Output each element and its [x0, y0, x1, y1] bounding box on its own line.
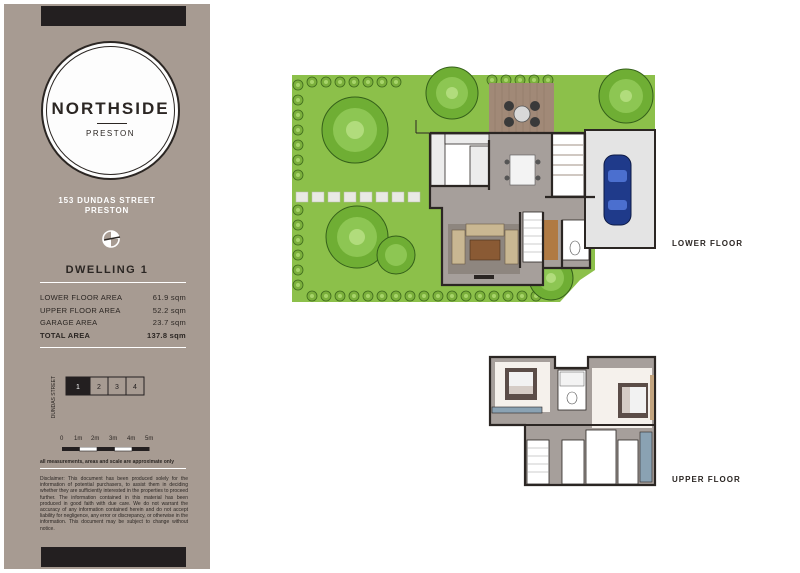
key-plan: 1 2 3 4: [65, 376, 145, 396]
logo-title: NORTHSIDE: [51, 99, 170, 118]
divider: [40, 347, 186, 348]
car-icon: [603, 154, 632, 226]
divider: [40, 468, 186, 469]
scale-note: all measurements, areas and scale are ap…: [40, 459, 174, 465]
lower-floor-label: LOWER FLOOR: [672, 239, 743, 248]
key-unit-1: 1: [76, 384, 80, 391]
top-black-bar: [41, 6, 186, 26]
bed-icon: [505, 368, 537, 400]
upper-floor-plan: [488, 355, 657, 487]
tree-icon: [325, 205, 416, 275]
address-line-1: 153 DUNDAS STREET: [58, 196, 156, 205]
address-line-2: PRESTON: [84, 206, 130, 215]
bottom-black-bar: [41, 547, 186, 567]
address: 153 DUNDAS STREET PRESTON: [4, 196, 210, 216]
northside-logo: NORTHSIDE PRESTON: [41, 41, 180, 180]
bed-icon: [618, 383, 648, 418]
key-unit-3: 3: [115, 384, 119, 391]
north-compass-icon: [102, 230, 121, 248]
dwelling-title: DWELLING 1: [65, 264, 149, 276]
deck: [489, 83, 554, 135]
info-sidebar: NORTHSIDE PRESTON 153 DUNDAS STREET PRES…: [4, 4, 210, 569]
key-unit-2: 2: [97, 384, 101, 391]
upper-floor-label: UPPER FLOOR: [672, 475, 741, 484]
lower-floor-plan: [292, 66, 656, 302]
key-unit-4: 4: [133, 384, 137, 391]
scale-bar-graphic: [62, 447, 150, 452]
dining-table: [509, 154, 536, 186]
divider: [40, 282, 186, 283]
logo-subtitle: PRESTON: [85, 129, 136, 138]
disclaimer: Disclaimer: This document has been produ…: [40, 476, 188, 532]
tree-icon: [598, 68, 654, 124]
tree-icon: [425, 66, 479, 120]
scale-bar: 0 1m 2m 3m 4m 5m: [40, 436, 186, 452]
path-pavers: [295, 191, 421, 203]
tree-icon: [321, 96, 389, 164]
